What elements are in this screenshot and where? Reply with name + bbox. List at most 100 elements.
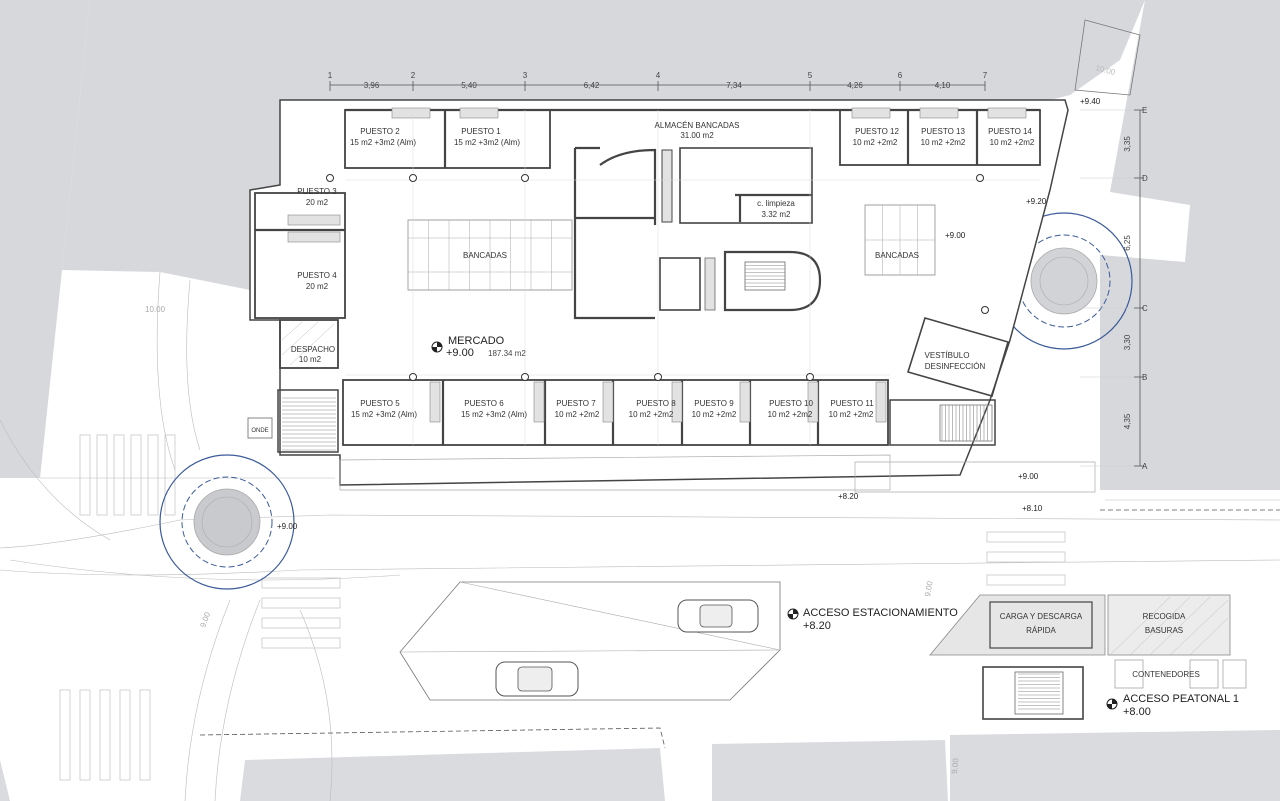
puesto-8-label: PUESTO 8 <box>636 399 676 408</box>
puesto-9-label: PUESTO 9 <box>694 399 734 408</box>
crosswalk-east <box>986 531 1066 586</box>
vestibulo-label: VESTÍBULO <box>925 351 970 360</box>
carga-zone <box>929 594 1106 656</box>
grid-axis-top: 1 <box>328 71 333 80</box>
puesto-3-label: PUESTO 3 <box>297 187 337 196</box>
limpieza-label: c. limpieza <box>757 199 795 208</box>
crosswalk-south-west <box>261 577 341 649</box>
puesto-1-area: 15 m2 +3m2 (Alm) <box>454 138 520 147</box>
puesto-10-area: 10 m2 +2m2 <box>768 410 813 419</box>
grid-axis-top: 4 <box>656 71 661 80</box>
almacen-area: 31.00 m2 <box>680 131 714 140</box>
mercado-label: MERCADO <box>448 335 505 347</box>
grid-axis-top: 5 <box>808 71 813 80</box>
puesto-14-label: PUESTO 14 <box>988 127 1032 136</box>
puesto-10-label: PUESTO 10 <box>769 399 813 408</box>
puesto-11-area: 10 m2 +2m2 <box>829 410 874 419</box>
level-900-sw: +9.00 <box>277 522 298 531</box>
limpieza-area: 3.32 m2 <box>762 210 791 219</box>
contenedores-label: CONTENEDORES <box>1132 670 1200 679</box>
mercado-area: 187.34 m2 <box>488 349 526 358</box>
puesto-2-area: 15 m2 +3m2 (Alm) <box>350 138 416 147</box>
acceso-peat-level: +8.00 <box>1123 706 1151 718</box>
level-920: +9.20 <box>1026 197 1047 206</box>
level-900-east: +9.00 <box>945 231 966 240</box>
parking-ramp <box>399 581 781 701</box>
recogida-zone <box>1107 594 1231 656</box>
dim-value-right: 4,35 <box>1123 413 1132 429</box>
stair-treads <box>282 261 1060 710</box>
neighbor-block-north <box>62 0 1145 290</box>
puesto-14-area: 10 m2 +2m2 <box>990 138 1035 147</box>
room-labels: ALMACÉN BANCADAS 31.00 m2 PUESTO 2 15 m2… <box>251 121 1199 679</box>
dim-value-top: 4,10 <box>935 81 951 90</box>
grid-axis-top: 7 <box>983 71 988 80</box>
level-820: +8.20 <box>838 492 859 501</box>
puesto-5-area: 15 m2 +3m2 (Alm) <box>351 410 417 419</box>
contour-900-east: 9.00 <box>950 757 960 774</box>
grid-axis-right: A <box>1142 462 1148 471</box>
puesto-7-label: PUESTO 7 <box>556 399 596 408</box>
car-icon-2 <box>495 661 579 697</box>
contour-1000-west: 10.00 <box>145 305 166 314</box>
tree-west <box>159 454 295 590</box>
puesto-1-label: PUESTO 1 <box>461 127 501 136</box>
level-810: +8.10 <box>1022 504 1043 513</box>
neighbor-block-east <box>1100 0 1280 490</box>
car-icon <box>677 599 759 633</box>
puesto-13-area: 10 m2 +2m2 <box>921 138 966 147</box>
carga-label: CARGA Y DESCARGA <box>1000 612 1083 621</box>
almacen-label: ALMACÉN BANCADAS <box>655 121 740 130</box>
grid-axis-top: 3 <box>523 71 528 80</box>
puesto-4-area: 20 m2 <box>306 282 329 291</box>
spot-levels: +9.40 +9.20 +9.00 +9.00 +9.00 +8.20 +8.1… <box>277 97 1101 531</box>
neighbor-block-west <box>0 0 90 478</box>
container-slots <box>1114 659 1247 689</box>
dim-value-top: 3,96 <box>364 81 380 90</box>
puesto-7-area: 10 m2 +2m2 <box>555 410 600 419</box>
recogida-label: RECOGIDA <box>1143 612 1186 621</box>
pedestrian-stair <box>982 666 1084 720</box>
grid-axis-top: 2 <box>411 71 416 80</box>
level-940: +9.40 <box>1080 97 1101 106</box>
contour-900-mid: 9.00 <box>923 580 935 597</box>
neighbor-block-south-3 <box>950 730 1280 801</box>
acceso-est-label: ACCESO ESTACIONAMIENTO <box>803 607 958 619</box>
grid-axis-top: 6 <box>898 71 903 80</box>
puesto-6-label: PUESTO 6 <box>464 399 504 408</box>
dim-value-right: 6,25 <box>1123 235 1132 251</box>
level-marker-mercado <box>431 341 443 353</box>
puesto-5-label: PUESTO 5 <box>360 399 400 408</box>
puesto-2-label: PUESTO 2 <box>360 127 400 136</box>
neighbor-block-sw <box>0 760 10 801</box>
onde-label: ONDE <box>251 428 268 434</box>
mercado-level: +9.00 <box>446 347 474 359</box>
puesto-13-label: PUESTO 13 <box>921 127 965 136</box>
neighbor-block-south <box>240 748 665 801</box>
grid-axis-right: B <box>1142 373 1147 382</box>
puesto-12-label: PUESTO 12 <box>855 127 899 136</box>
puesto-11-label: PUESTO 11 <box>830 399 874 408</box>
neighbor-block-south-2 <box>712 740 948 801</box>
bench-grid <box>407 205 936 290</box>
dim-value-right: 3,35 <box>1123 136 1132 152</box>
puesto-12-area: 10 m2 +2m2 <box>853 138 898 147</box>
crosswalk-west <box>79 434 176 516</box>
level-900-se: +9.00 <box>1018 472 1039 481</box>
contour-900-west: 9.00 <box>198 610 212 628</box>
acceso-peat-label: ACCESO PEATONAL 1 <box>1123 693 1239 705</box>
crosswalk-bottom-left <box>59 689 151 781</box>
puesto-8-area: 10 m2 +2m2 <box>629 410 674 419</box>
carga-box <box>989 601 1093 649</box>
level-marker-acceso-est <box>787 608 799 620</box>
building <box>247 19 1141 493</box>
dim-value-top: 4,26 <box>847 81 863 90</box>
puesto-4-label: PUESTO 4 <box>297 271 337 280</box>
grid-axis-right: E <box>1142 106 1147 115</box>
bancadas-east-label: BANCADAS <box>875 251 919 260</box>
acceso-est-level: +8.20 <box>803 620 831 632</box>
bancadas-west-label: BANCADAS <box>463 251 507 260</box>
